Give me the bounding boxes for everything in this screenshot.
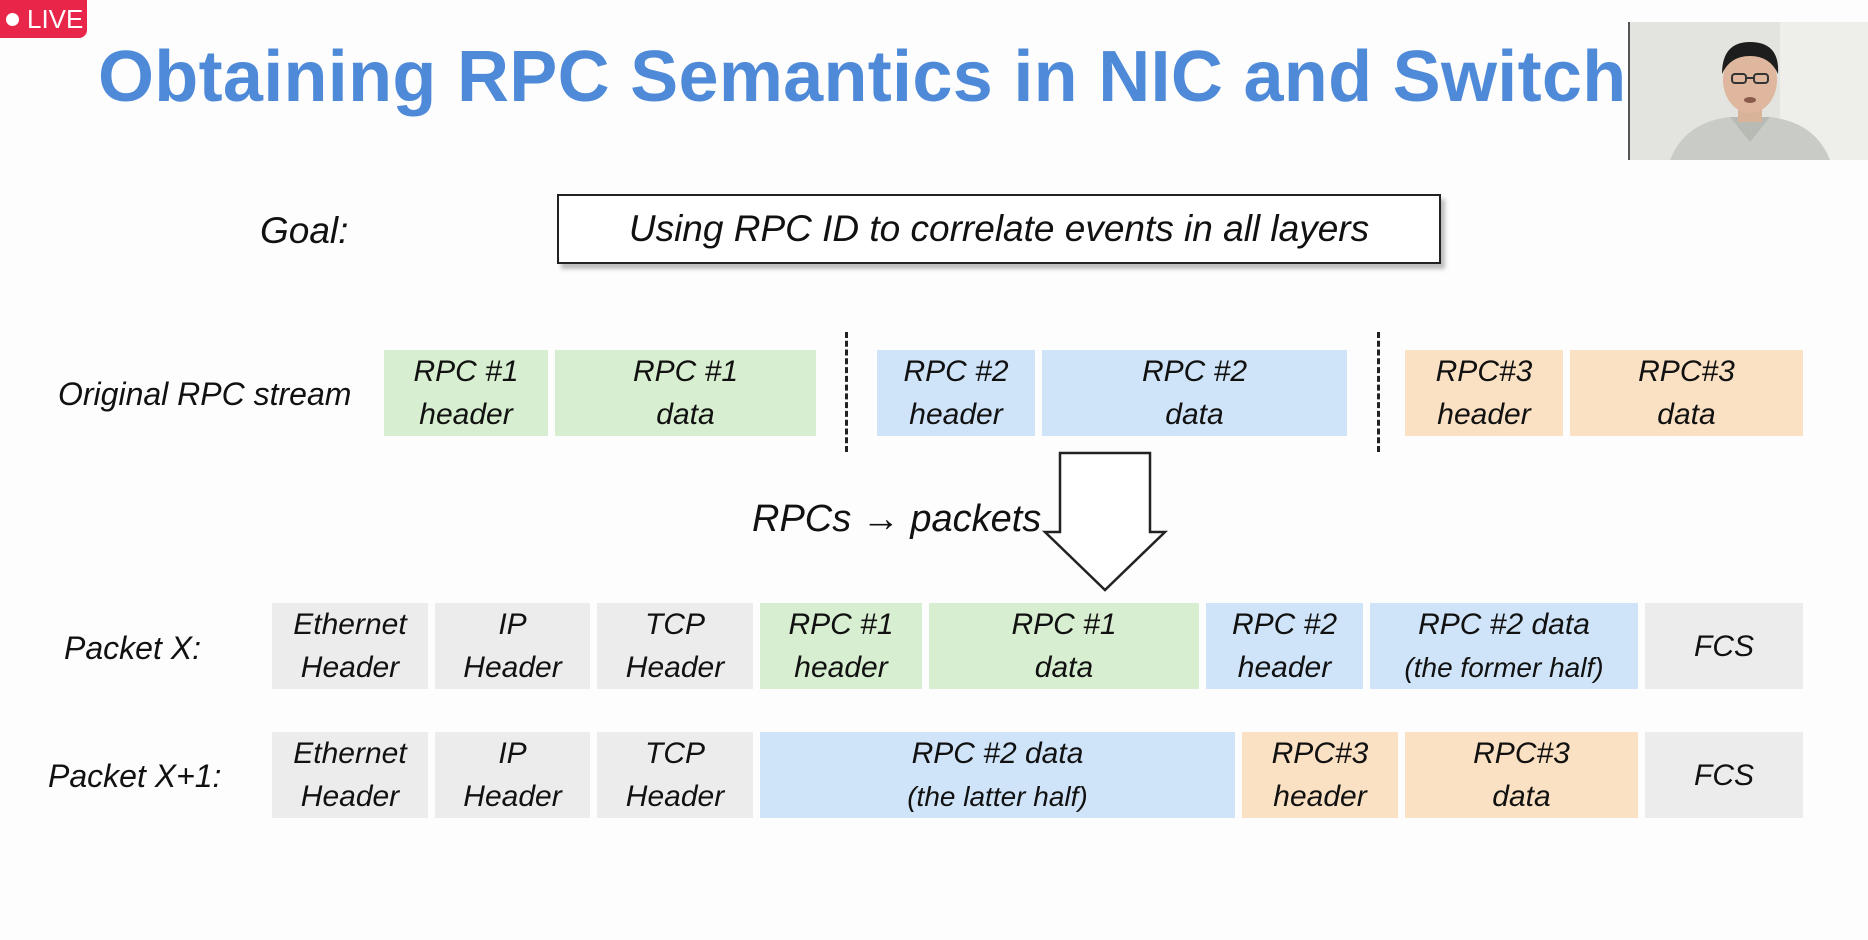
packet-x-rpc2-data-label: RPC #2 data (1418, 608, 1590, 641)
packet-x-rpc2-header-block: RPC #2 header (1206, 603, 1363, 689)
rpcs-to-packets-label: RPCs → packets (752, 498, 1042, 540)
down-arrow-icon (1041, 451, 1169, 592)
packet-x1-rpc3-data-block: RPC#3 data (1405, 732, 1638, 818)
packet-x-ip-header-block: IP Header (435, 603, 590, 689)
packet-x-tcp-header-block: TCP Header (597, 603, 753, 689)
packet-x1-label: Packet X+1: (48, 757, 222, 794)
stream-rpc1-header-block: RPC #1 header (384, 350, 548, 436)
packet-x-rpc1-header-block: RPC #1 header (760, 603, 922, 689)
packet-x-rpc2-data-former-block: RPC #2 data (the former half) (1370, 603, 1638, 689)
packet-x1-rpc2-data-latter-block: RPC #2 data (the latter half) (760, 732, 1235, 818)
packet-x1-ip-header-block: IP Header (435, 732, 590, 818)
packet-x1-rpc3-header-block: RPC#3 header (1242, 732, 1398, 818)
live-badge: LIVE (0, 0, 87, 38)
stream-rpc3-header-block: RPC#3 header (1405, 350, 1563, 436)
packet-x-fcs-block: FCS (1645, 603, 1803, 689)
slide-title: Obtaining RPC Semantics in NIC and Switc… (98, 37, 1627, 117)
stream-rpc2-header-block: RPC #2 header (877, 350, 1035, 436)
original-rpc-stream-label: Original RPC stream (58, 375, 352, 412)
presenter-video-icon (1630, 22, 1868, 160)
packet-x-label: Packet X: (64, 629, 201, 666)
packet-x1-rpc2-data-label: RPC #2 data (911, 737, 1084, 770)
goal-label: Goal: (260, 210, 349, 251)
packet-x1-fcs-block: FCS (1645, 732, 1803, 818)
stream-rpc1-data-block: RPC #1 data (555, 350, 816, 436)
packet-x1-ethernet-header-block: Ethernet Header (272, 732, 428, 818)
packet-x-ethernet-header-block: Ethernet Header (272, 603, 428, 689)
stream-separator-2 (1377, 332, 1380, 452)
live-label: LIVE (27, 3, 84, 34)
packet-x1-rpc2-data-sublabel: (the latter half) (907, 781, 1088, 812)
stream-rpc3-data-block: RPC#3 data (1570, 350, 1803, 436)
presenter-webcam (1628, 22, 1868, 160)
packet-x-rpc2-data-sublabel: (the former half) (1404, 652, 1604, 683)
goal-box: Using RPC ID to correlate events in all … (557, 194, 1441, 264)
packet-x-rpc1-data-block: RPC #1 data (929, 603, 1199, 689)
live-dot-icon (6, 12, 19, 26)
stream-rpc2-data-block: RPC #2 data (1042, 350, 1347, 436)
packet-x1-tcp-header-block: TCP Header (597, 732, 753, 818)
stream-separator-1 (845, 332, 848, 452)
